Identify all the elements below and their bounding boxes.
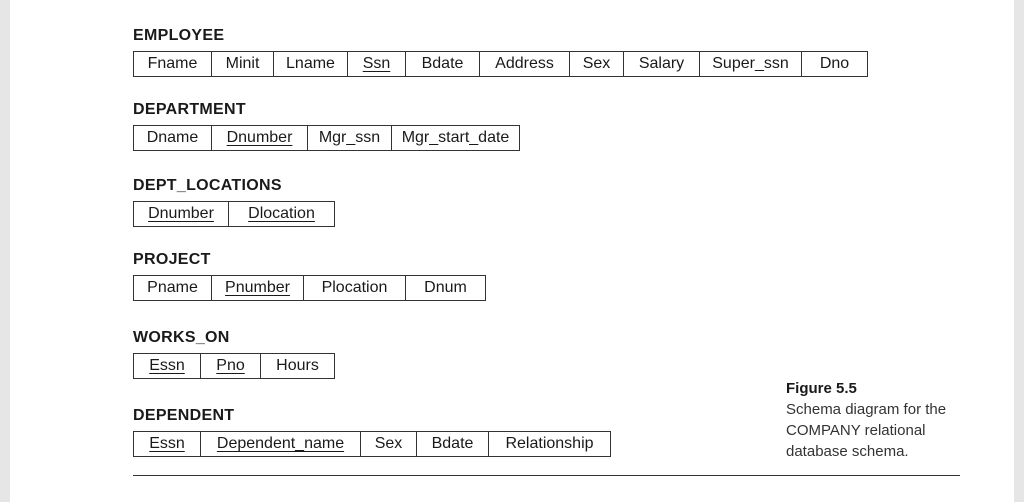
caption-line: database schema. — [786, 443, 909, 460]
attribute-cell: Dno — [801, 52, 867, 76]
attribute-cell: Minit — [211, 52, 273, 76]
attribute-label: Dno — [819, 55, 850, 72]
attribute-row: Dname Dnumber Mgr_ssn Mgr_start_date — [133, 125, 520, 151]
attribute-cell: Bdate — [405, 52, 479, 76]
attribute-label: Mgr_start_date — [401, 129, 510, 146]
attribute-label: Bdate — [431, 435, 474, 452]
attribute-cell: Sex — [360, 432, 416, 456]
attribute-cell: Relationship — [488, 432, 610, 456]
caption-line: Schema diagram for the — [786, 401, 947, 418]
attribute-cell: Plocation — [303, 276, 405, 300]
attribute-label: Dnumber — [148, 205, 214, 222]
attribute-label: Dependent_name — [216, 435, 345, 452]
relation-name: PROJECT — [133, 251, 211, 268]
figure-caption: Figure 5.5 Schema diagram for the COMPAN… — [786, 378, 986, 462]
relation-works-on: WORKS_ON Essn Pno Hours — [133, 328, 335, 379]
attribute-label: Minit — [225, 55, 260, 72]
attribute-label: Lname — [286, 55, 335, 72]
attribute-label: Hours — [276, 357, 319, 374]
attribute-label: Mgr_ssn — [318, 129, 381, 146]
key-attribute-cell: Dnumber — [134, 202, 228, 226]
attribute-cell: Mgr_start_date — [391, 126, 519, 150]
relation-name: EMPLOYEE — [133, 27, 225, 44]
attribute-cell: Salary — [623, 52, 699, 76]
attribute-row: Essn Pno Hours — [133, 353, 335, 379]
attribute-label: Bdate — [421, 55, 464, 72]
attribute-cell: Lname — [273, 52, 347, 76]
caption-line: COMPANY relational — [786, 422, 926, 439]
attribute-cell: Bdate — [416, 432, 488, 456]
attribute-label: Pnumber — [225, 279, 290, 296]
attribute-cell: Address — [479, 52, 569, 76]
attribute-cell: Fname — [134, 52, 211, 76]
attribute-label: Ssn — [362, 55, 391, 72]
attribute-label: Dlocation — [248, 205, 315, 222]
relation-name: WORKS_ON — [133, 329, 230, 346]
attribute-cell: Sex — [569, 52, 623, 76]
attribute-label: Address — [495, 55, 554, 72]
key-attribute-cell: Dnumber — [211, 126, 307, 150]
attribute-label: Sex — [374, 435, 403, 452]
attribute-label: Pno — [216, 357, 245, 374]
key-attribute-cell: Pnumber — [211, 276, 303, 300]
attribute-label: Essn — [149, 435, 185, 452]
attribute-label: Super_ssn — [712, 55, 789, 72]
attribute-label: Fname — [147, 55, 198, 72]
attribute-label: Dname — [146, 129, 199, 146]
attribute-label: Pname — [147, 279, 198, 296]
relation-dependent: DEPENDENT Essn Dependent_name Sex Bdate Relat… — [133, 406, 611, 457]
attribute-label: Essn — [149, 357, 185, 374]
figure-label: Figure 5.5 — [786, 380, 857, 397]
attribute-label: Plocation — [321, 279, 388, 296]
attribute-label: Sex — [582, 55, 611, 72]
key-attribute-cell: Essn — [134, 432, 200, 456]
attribute-cell: Dnum — [405, 276, 485, 300]
attribute-row: Essn Dependent_name Sex Bdate Relationship — [133, 431, 611, 457]
key-attribute-cell: Essn — [134, 354, 200, 378]
relation-project: PROJECT Pname Pnumber Plocation Dnum — [133, 250, 486, 301]
attribute-cell: Mgr_ssn — [307, 126, 391, 150]
attribute-row: Fname Minit Lname Ssn Bdate Address Sex Salary S… — [133, 51, 868, 77]
attribute-cell: Pname — [134, 276, 211, 300]
key-attribute-cell: Ssn — [347, 52, 405, 76]
attribute-label: Relationship — [505, 435, 594, 452]
relation-name: DEPENDENT — [133, 407, 235, 424]
attribute-cell: Super_ssn — [699, 52, 801, 76]
attribute-cell: Dname — [134, 126, 211, 150]
attribute-cell: Hours — [260, 354, 334, 378]
attribute-label: Dnum — [424, 279, 467, 296]
bottom-rule — [133, 475, 960, 476]
relation-department: DEPARTMENT Dname Dnumber Mgr_ssn Mgr_start_d… — [133, 100, 520, 151]
key-attribute-cell: Pno — [200, 354, 260, 378]
attribute-label: Dnumber — [226, 129, 293, 146]
attribute-label: Salary — [638, 55, 685, 72]
relation-name: DEPARTMENT — [133, 101, 246, 118]
key-attribute-cell: Dependent_name — [200, 432, 360, 456]
attribute-row: Dnumber Dlocation — [133, 201, 335, 227]
attribute-row: Pname Pnumber Plocation Dnum — [133, 275, 486, 301]
relation-dept-locations: DEPT_LOCATIONS Dnumber Dlocation — [133, 176, 335, 227]
relation-employee: EMPLOYEE Fname Minit Lname Ssn Bdate Address Se… — [133, 26, 868, 77]
relation-name: DEPT_LOCATIONS — [133, 177, 282, 194]
key-attribute-cell: Dlocation — [228, 202, 334, 226]
